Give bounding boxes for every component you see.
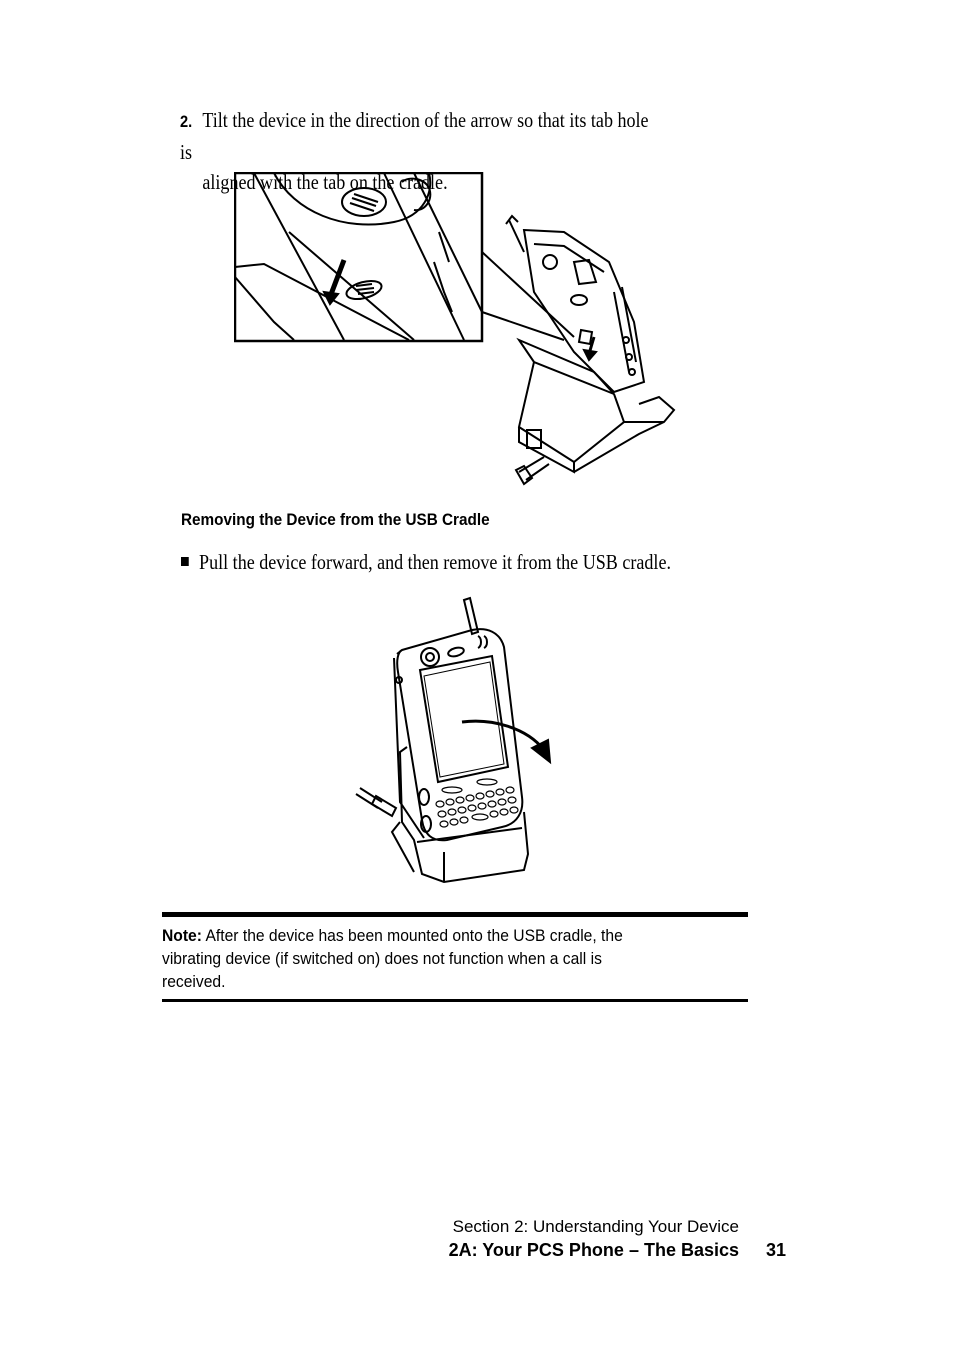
step-text-line1: Tilt the device in the direction of the … bbox=[180, 108, 649, 164]
step-number: 2. bbox=[180, 112, 193, 131]
bullet-square-icon bbox=[181, 557, 189, 566]
note-label: Note: bbox=[162, 926, 202, 945]
section-subheading: Removing the Device from the USB Cradle bbox=[181, 510, 490, 529]
bullet-item: Pull the device forward, and then remove… bbox=[181, 550, 671, 575]
page-number: 31 bbox=[766, 1240, 787, 1260]
footer-section-title: Section 2: Understanding Your Device bbox=[452, 1217, 739, 1236]
remove-device-illustration bbox=[355, 596, 552, 884]
footer-chapter-title: 2A: Your PCS Phone – The Basics bbox=[448, 1240, 739, 1260]
note-line2: vibrating device (if switched on) does n… bbox=[162, 949, 602, 968]
bullet-text: Pull the device forward, and then remove… bbox=[199, 550, 671, 574]
note-line1: After the device has been mounted onto t… bbox=[205, 926, 623, 945]
note-box: Note: After the device has been mounted … bbox=[162, 912, 748, 1002]
note-text: Note: After the device has been mounted … bbox=[162, 924, 705, 993]
note-line3: received. bbox=[162, 972, 226, 991]
tilt-device-illustration bbox=[234, 172, 676, 486]
